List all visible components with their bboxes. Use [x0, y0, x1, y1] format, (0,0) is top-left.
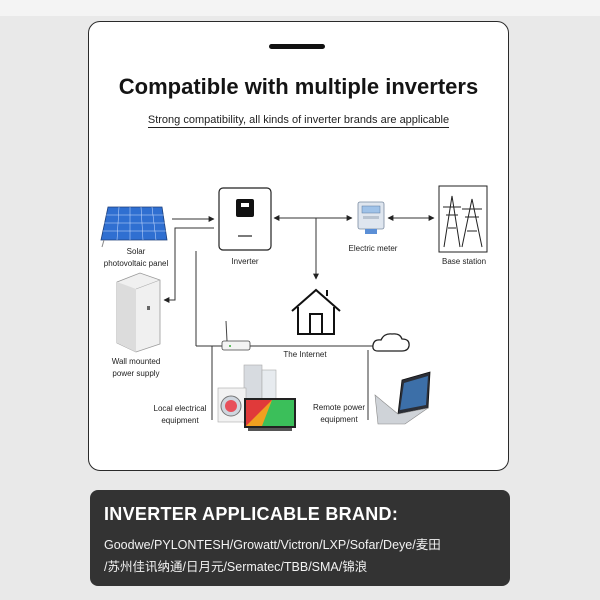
meter-label: Electric meter — [348, 244, 398, 253]
solar-label-2: photovoltaic panel — [103, 259, 169, 268]
local-label-1: Local electrical — [153, 404, 207, 413]
page-title: Compatible with multiple inverters — [118, 74, 479, 99]
connection-lines — [163, 215, 435, 420]
brand-list-line-2: /苏州佳讯纳通/日月元/Sermatec/TBB/SMA/锦浪 — [104, 560, 368, 574]
router-icon — [221, 320, 251, 351]
page-top-strip — [0, 0, 600, 16]
inverter-to-wall-line — [163, 227, 214, 303]
inverter-icon — [218, 187, 272, 251]
card-handle — [269, 44, 325, 49]
cloud-icon — [372, 333, 410, 352]
electric-meter-icon — [357, 201, 385, 234]
solar-label-1: Solar — [126, 247, 146, 256]
wall-label-1: Wall mounted — [111, 357, 161, 366]
solar-panel-icon — [100, 206, 168, 248]
inverter-label: Inverter — [231, 257, 259, 266]
internet-label: The Internet — [283, 350, 327, 359]
base-station-icon — [438, 185, 488, 253]
brand-list-line-1: Goodwe/PYLONTESH/Growatt/Victron/LXP/Sof… — [104, 538, 441, 552]
subtitle-text: Strong compatibility, all kinds of inver… — [147, 114, 450, 128]
page-subtitle: Strong compatibility, all kinds of inver… — [89, 114, 508, 128]
wall-battery-icon — [116, 272, 161, 353]
laptop-icon — [374, 371, 431, 425]
house-icon — [291, 288, 341, 335]
remote-label-2: equipment — [320, 415, 358, 424]
brand-banner: INVERTER APPLICABLE BRAND: Goodwe/PYLONT… — [90, 490, 510, 586]
banner-title: INVERTER APPLICABLE BRAND: — [104, 504, 399, 524]
local-label-2: equipment — [161, 416, 199, 425]
local-appliances-icon — [217, 364, 296, 431]
wall-label-2: power supply — [112, 369, 160, 378]
base-station-label: Base station — [441, 257, 487, 266]
remote-label-1: Remote power — [312, 403, 366, 412]
